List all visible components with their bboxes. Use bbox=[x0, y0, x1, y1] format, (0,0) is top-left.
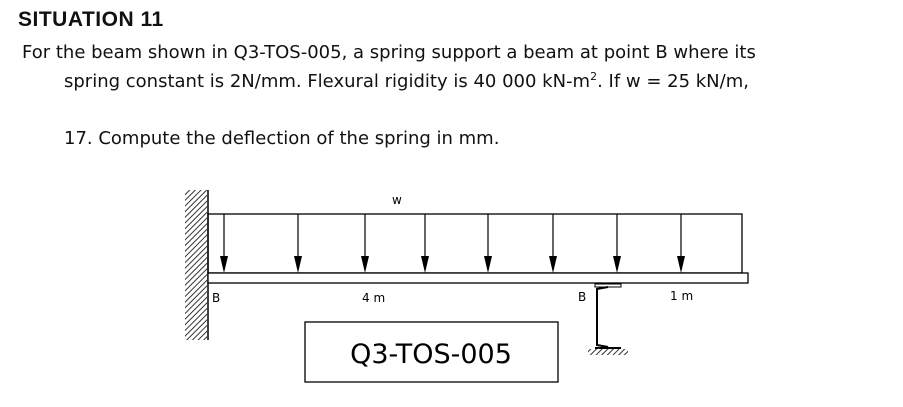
problem-statement-line1: For the beam shown in Q3-TOS-005, a spri… bbox=[22, 42, 756, 63]
support-label-b: B bbox=[212, 291, 220, 305]
figure-id: Q3-TOS-005 bbox=[350, 339, 512, 370]
distributed-load-box bbox=[207, 213, 743, 274]
arrow-head bbox=[613, 256, 621, 273]
arrow-head bbox=[294, 256, 302, 273]
spring-label-b: B bbox=[578, 290, 586, 304]
superscript: 2 bbox=[590, 70, 598, 83]
arrow-head bbox=[421, 256, 429, 273]
load-label: w bbox=[392, 193, 402, 207]
figure-id-box bbox=[304, 321, 559, 383]
question-17: 17. Compute the deflection of the spring… bbox=[64, 128, 500, 149]
statement-text: spring constant is 2N/mm. Flexural rigid… bbox=[64, 71, 591, 92]
arrow-head bbox=[484, 256, 492, 273]
beam bbox=[207, 272, 749, 284]
problem-statement-line2: spring constant is 2N/mm. Flexural rigid… bbox=[64, 70, 749, 92]
arrow-head bbox=[220, 256, 228, 273]
spring-support bbox=[588, 283, 628, 355]
situation-heading: SITUATION 11 bbox=[18, 8, 164, 31]
arrow-head bbox=[677, 256, 685, 273]
arrow-head bbox=[549, 256, 557, 273]
span-length-4m: 4 m bbox=[362, 291, 385, 305]
statement-text: . If w = 25 kN/m, bbox=[597, 71, 749, 92]
span-length-1m: 1 m bbox=[670, 289, 693, 303]
load-arrows bbox=[220, 214, 685, 273]
arrow-head bbox=[361, 256, 369, 273]
fixed-wall-support bbox=[185, 190, 207, 340]
